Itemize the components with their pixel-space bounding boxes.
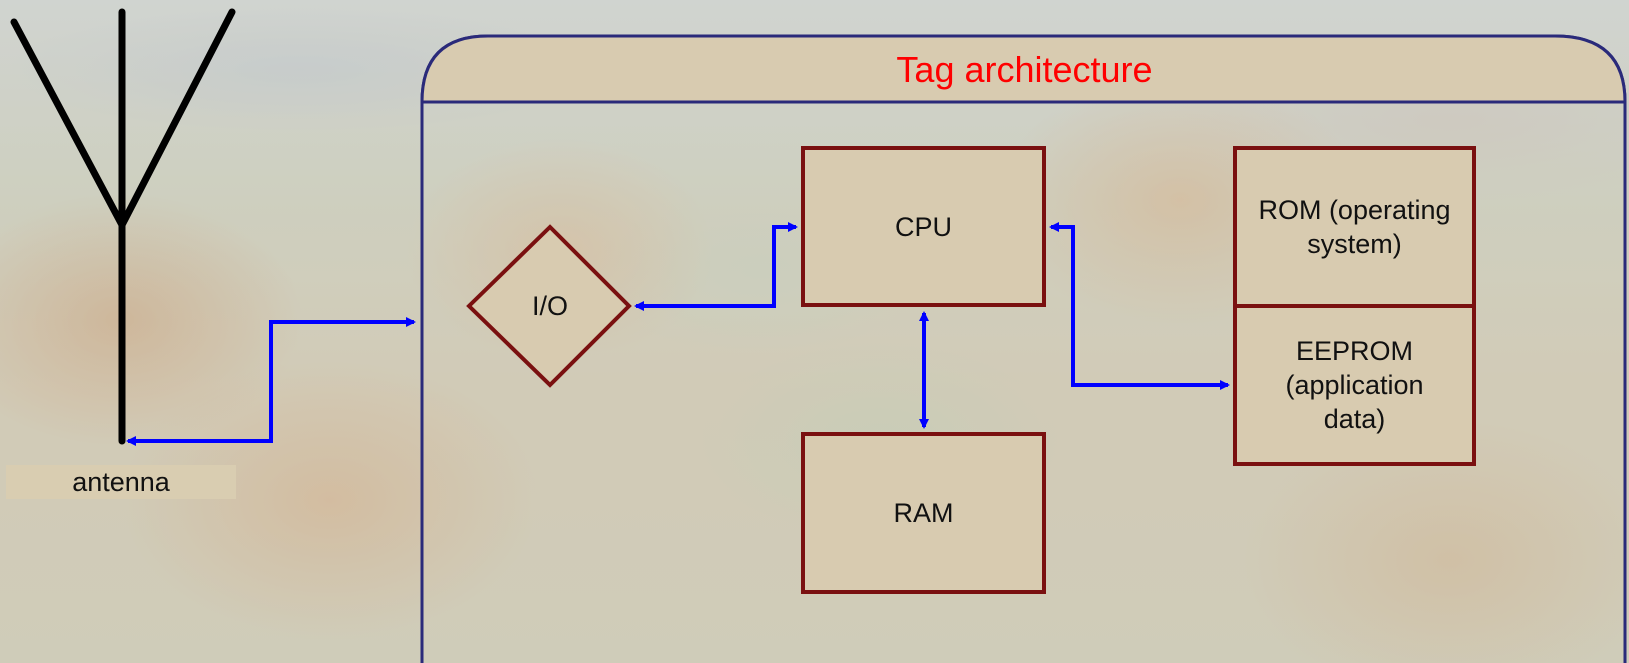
io-cpu-arrow: [634, 222, 798, 311]
ram-block: [801, 432, 1046, 594]
cpu-label: CPU: [894, 211, 952, 242]
antenna-icon: [10, 8, 236, 445]
io-label: I/O: [531, 291, 568, 321]
antenna-to-frame-arrow: [126, 317, 416, 446]
cpu-eeprom-arrow: [1049, 222, 1230, 390]
rom-label: ROM (operating system): [1258, 195, 1451, 259]
eeprom-block: [1233, 304, 1476, 466]
ram-label: RAM: [893, 498, 954, 528]
antenna-label: antenna: [6, 465, 236, 499]
eeprom-label: EEPROM (application data): [1285, 336, 1424, 434]
cpu-block: [801, 146, 1046, 307]
io-block: [466, 224, 632, 388]
diagram-title: Tag architecture: [896, 49, 1153, 90]
tag-frame-header: [420, 34, 1627, 104]
rom-block: [1233, 146, 1476, 308]
